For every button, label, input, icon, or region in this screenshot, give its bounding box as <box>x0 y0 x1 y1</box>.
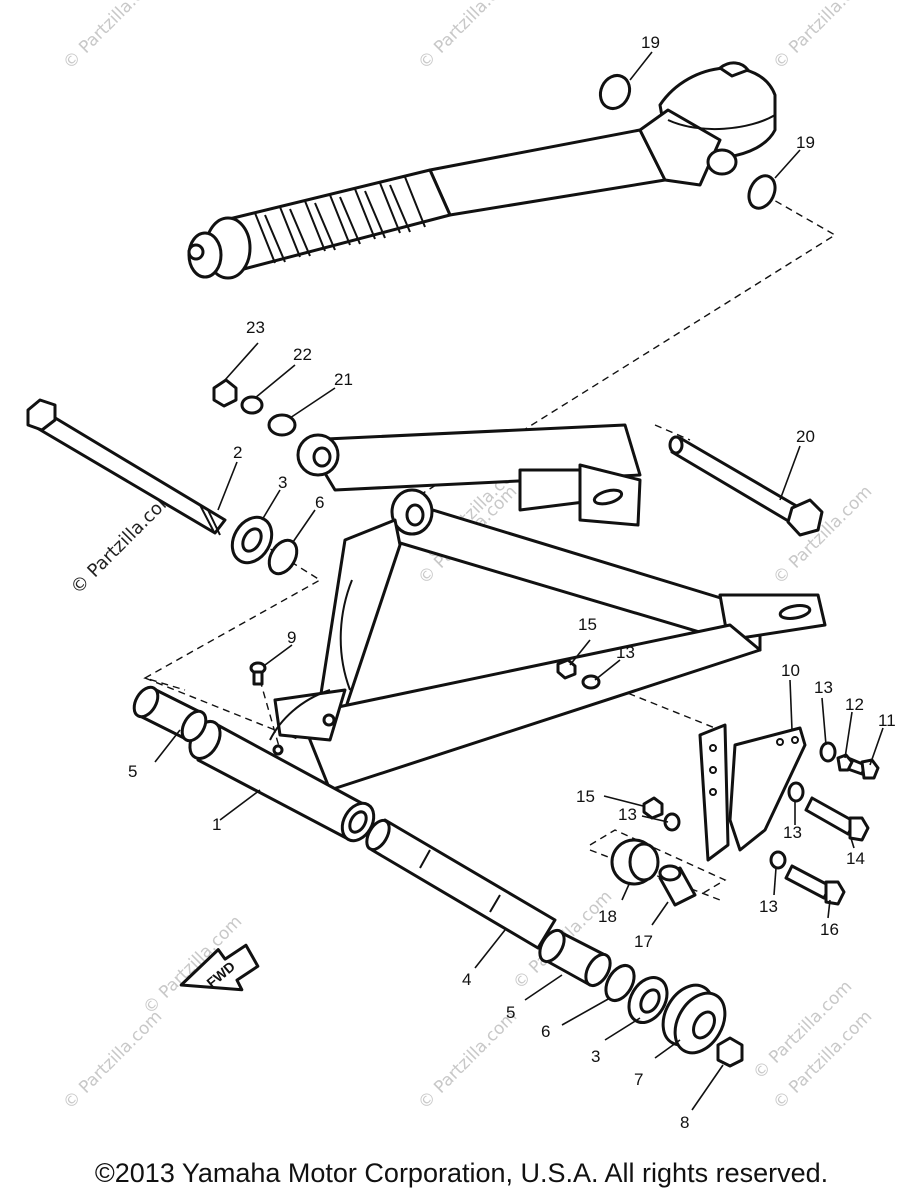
shock-bush-upper <box>598 73 632 111</box>
callout-3: 3 <box>278 473 287 492</box>
bushing-5b <box>538 928 612 988</box>
callout-23: 23 <box>246 318 265 337</box>
pivot-shaft-4 <box>365 818 557 950</box>
callout-numbers: 19 19 23 22 21 2 3 6 20 9 5 1 15 13 10 1… <box>128 33 896 1132</box>
bolt-16 <box>784 864 846 906</box>
callout-10: 10 <box>781 661 800 680</box>
watermark: © Partzilla.com <box>414 1007 521 1114</box>
fwd-arrow: FWD <box>179 943 260 992</box>
oil-seal-3a-inner <box>241 527 263 553</box>
callout-17: 17 <box>634 932 653 951</box>
nut-15b <box>642 796 664 820</box>
callout-19: 19 <box>641 33 660 52</box>
callout-13: 13 <box>783 823 802 842</box>
watermark: © Partzilla.com <box>59 0 166 74</box>
callout-6: 6 <box>541 1022 550 1041</box>
washer-22 <box>240 395 264 415</box>
callout-20: 20 <box>796 427 815 446</box>
callout-15: 15 <box>578 615 597 634</box>
watermark: © Partzilla.com <box>769 482 876 589</box>
nut-8 <box>716 1036 744 1068</box>
pivot-shaft <box>26 398 227 536</box>
shaft-bolt-20 <box>668 435 824 537</box>
callout-11: 11 <box>878 711 896 730</box>
swing-arm-frame <box>269 423 827 792</box>
callout-21: 21 <box>334 370 353 389</box>
callout-15: 15 <box>576 787 595 806</box>
callout-1: 1 <box>212 815 221 834</box>
bracket-10 <box>698 723 807 862</box>
leader-lines <box>154 51 884 1111</box>
callout-6: 6 <box>315 493 324 512</box>
collar-17 <box>658 864 697 907</box>
grease-nipple-9 <box>249 661 267 686</box>
bushing-5a <box>132 685 208 743</box>
assembly-lines <box>143 194 837 901</box>
callout-7: 7 <box>634 1070 643 1089</box>
callout-3: 3 <box>591 1047 600 1066</box>
washer-6b <box>604 963 636 1003</box>
rear-arm-exploded-diagram: © Partzilla.com © Partzilla.com © Partzi… <box>26 0 896 1132</box>
callout-19: 19 <box>796 133 815 152</box>
washer-21 <box>267 413 297 437</box>
callout-8: 8 <box>680 1113 689 1132</box>
callout-13: 13 <box>759 897 778 916</box>
cap-7 <box>661 983 727 1055</box>
watermark: © Partzilla.com <box>769 0 876 74</box>
washer-13d <box>787 781 805 803</box>
stopper-18 <box>610 838 660 886</box>
callout-22: 22 <box>293 345 312 364</box>
callout-2: 2 <box>233 443 242 462</box>
shock-bush-lower <box>747 174 777 210</box>
washer-13e <box>769 850 787 870</box>
callout-13: 13 <box>814 678 833 697</box>
callout-13: 13 <box>616 643 635 662</box>
callout-13: 13 <box>618 805 637 824</box>
callout-14: 14 <box>846 849 865 868</box>
watermark: © Partzilla.com <box>414 0 521 74</box>
cross-tube-1 <box>188 720 376 843</box>
washer-13b <box>819 741 837 763</box>
callout-18: 18 <box>598 907 617 926</box>
callout-4: 4 <box>462 970 471 989</box>
watermark: © Partzilla.com <box>59 1007 166 1114</box>
callout-5: 5 <box>128 762 137 781</box>
rear-shock-absorber <box>187 61 777 280</box>
washer-6a <box>267 538 299 576</box>
copyright-notice: ©2013 Yamaha Motor Corporation, U.S.A. A… <box>94 1158 829 1188</box>
bolt-14 <box>804 796 870 842</box>
nut-23 <box>212 378 238 408</box>
callout-5: 5 <box>506 1003 515 1022</box>
oil-seal-3b-inner <box>639 988 661 1014</box>
callout-9: 9 <box>287 628 296 647</box>
callout-12: 12 <box>845 695 864 714</box>
callout-16: 16 <box>820 920 839 939</box>
